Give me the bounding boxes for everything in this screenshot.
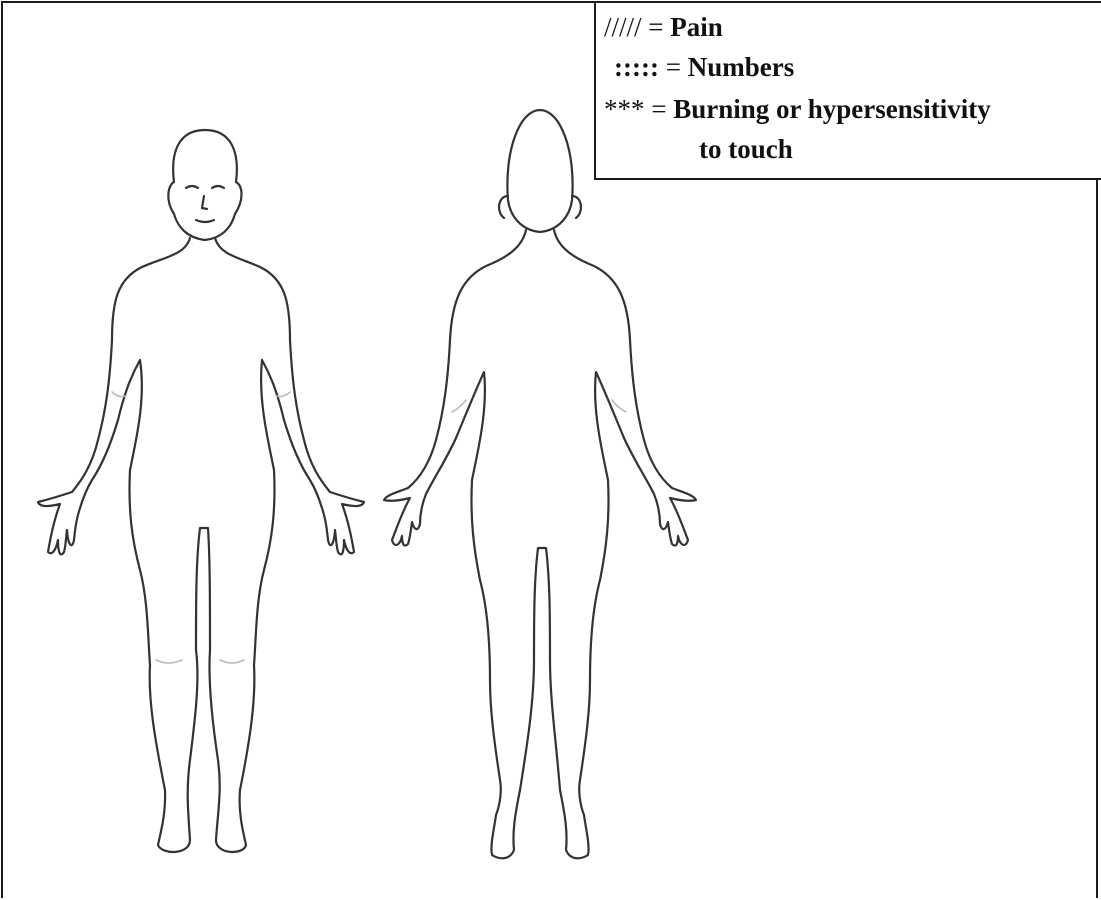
- front-mouth: [196, 220, 214, 222]
- burning-symbol: ***: [604, 93, 645, 125]
- front-right-elbow-mark: [276, 392, 290, 397]
- numbness-label: Numbers: [688, 52, 795, 82]
- front-left-elbow-mark: [112, 392, 126, 397]
- front-right-eye: [212, 186, 224, 188]
- back-left-elbow-mark: [452, 400, 466, 412]
- numbness-symbol: :::::: [604, 51, 659, 83]
- front-left-eye: [186, 186, 198, 188]
- pain-label: Pain: [670, 12, 723, 42]
- back-body-figure: [384, 110, 696, 858]
- back-right-elbow-mark: [612, 400, 626, 412]
- front-body-outline: [38, 238, 364, 852]
- front-head-outline: [168, 130, 241, 240]
- legend-equals: =: [648, 12, 663, 42]
- legend-burning-continuation: to touch: [699, 133, 793, 165]
- legend-equals: =: [666, 52, 681, 82]
- legend-box: ///// = Pain ::::: = Numbers *** = Burni…: [594, 1, 1101, 180]
- front-right-knee-mark: [220, 660, 244, 663]
- pain-symbol: /////: [604, 11, 642, 43]
- legend-burning-row: *** = Burning or hypersensitivity: [604, 93, 991, 125]
- burning-label: Burning or hypersensitivity: [673, 94, 991, 124]
- back-left-ear: [499, 196, 508, 218]
- legend-numbness-row: ::::: = Numbers: [604, 51, 794, 83]
- burning-label-continuation: to touch: [699, 134, 793, 164]
- back-right-ear: [572, 196, 581, 218]
- back-body-outline: [384, 230, 696, 858]
- front-body-figure: [38, 130, 364, 852]
- legend-equals: =: [651, 94, 666, 124]
- front-nose: [202, 196, 207, 209]
- front-left-knee-mark: [156, 660, 182, 663]
- legend-pain-row: ///// = Pain: [604, 11, 723, 43]
- back-head-outline: [507, 110, 572, 232]
